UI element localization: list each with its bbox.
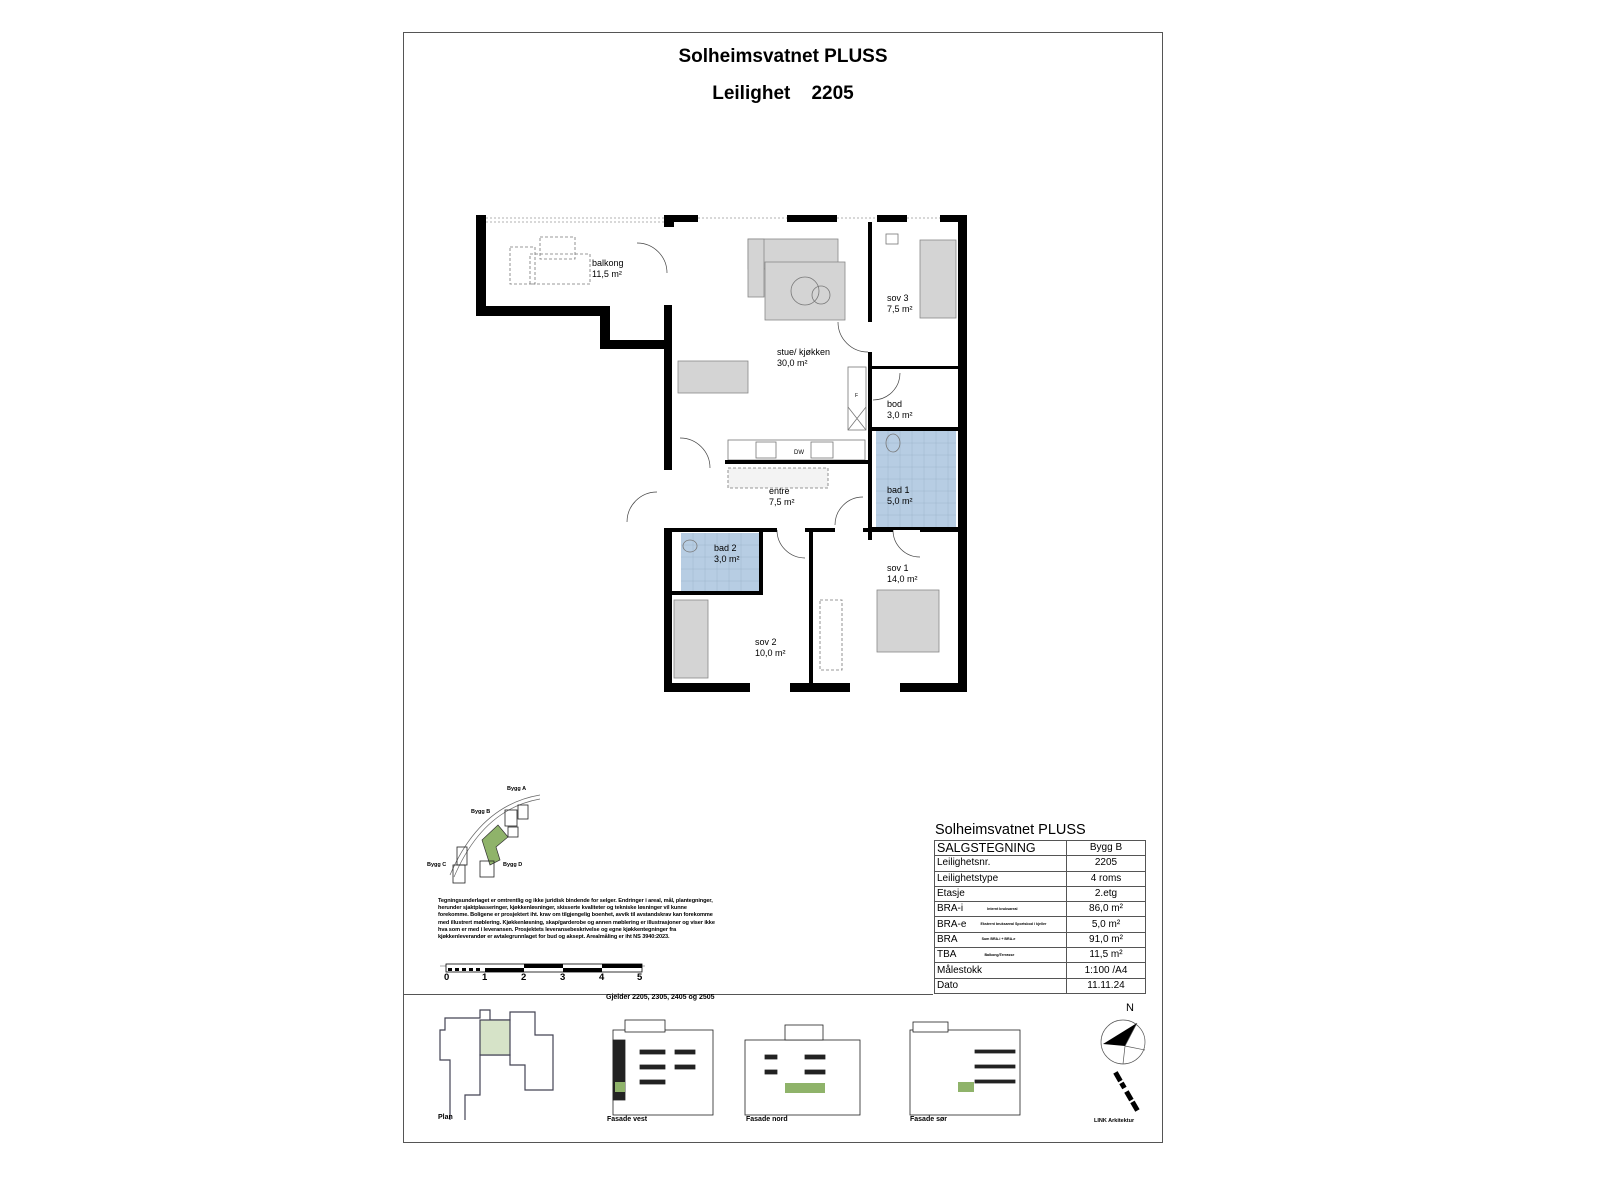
bed-sov2 xyxy=(673,599,709,679)
logo-caption: LINK Arkitektur xyxy=(1094,1118,1135,1124)
plan-thumb xyxy=(439,1009,554,1120)
fasade-nord xyxy=(744,1024,861,1116)
scale-label: 2 xyxy=(521,972,527,983)
furniture xyxy=(673,238,957,679)
fasade-sor xyxy=(909,1021,1021,1116)
sofa-chaise xyxy=(747,238,765,298)
compass-label: N xyxy=(1126,1002,1134,1014)
scale-label: 0 xyxy=(444,972,450,983)
divider xyxy=(403,994,933,995)
site-label-bygg-b: Bygg B xyxy=(471,809,491,815)
view-label-fasade-nord: Fasade nord xyxy=(746,1116,788,1123)
door-swings xyxy=(626,242,921,559)
dishwasher-label: DW xyxy=(794,450,804,456)
info-heading-value: Bygg B xyxy=(1066,839,1146,857)
row-label: Dato xyxy=(934,977,1067,994)
project-title: Solheimsvatnet PLUSS xyxy=(678,46,888,67)
row-label: Leilighetstype xyxy=(934,870,1067,887)
tile-grid xyxy=(681,431,956,591)
site-label-bygg-d: Bygg D xyxy=(503,862,523,868)
fridge-label: F xyxy=(855,393,858,399)
walls xyxy=(476,215,967,692)
dining-table xyxy=(677,360,749,394)
row-value: 2.etg xyxy=(1066,885,1146,903)
scale-label: 3 xyxy=(560,972,566,983)
row-label: Etasje xyxy=(934,885,1067,903)
bed-sov3 xyxy=(919,239,957,319)
view-label-plan: Plan xyxy=(438,1114,453,1121)
row-value: 91,0 m² xyxy=(1066,931,1146,949)
row-note: Sum BRA-i + BRA-e xyxy=(981,937,1016,942)
elevations xyxy=(439,1009,1146,1120)
site-map xyxy=(449,794,540,884)
site-label-bygg-a: Bygg A xyxy=(507,786,527,792)
bad2-floor xyxy=(681,533,759,591)
row-label: Målestokk xyxy=(934,962,1067,979)
scale-label: 5 xyxy=(637,972,643,983)
site-label-bygg-c: Bygg C xyxy=(427,862,447,868)
drawing-sheet xyxy=(403,32,1163,1143)
bed-sov1 xyxy=(876,589,940,653)
row-label: Leilighetsnr. xyxy=(934,855,1067,872)
fasade-vest xyxy=(612,1019,714,1116)
scale-bar xyxy=(440,963,645,973)
unit-label: Leilighet xyxy=(712,83,791,104)
row-value: 1:100 /A4 xyxy=(1066,962,1146,979)
unit-number: 2205 xyxy=(811,83,854,104)
row-note: Internt bruksareal xyxy=(987,906,1018,911)
balcony-rail xyxy=(486,217,940,223)
row-value: 5,0 m² xyxy=(1066,916,1146,933)
view-label-fasade-sor: Fasade sør xyxy=(910,1116,947,1123)
disclaimer-text: Tegningsunderlaget er omtrentlig og ikke… xyxy=(438,898,715,941)
table-row: Leilighetsnr.2205 xyxy=(934,855,1146,872)
row-value: 4 roms xyxy=(1066,870,1146,887)
scale-label: 4 xyxy=(599,972,605,983)
row-value: 11.11.24 xyxy=(1066,977,1146,994)
outlines xyxy=(509,233,901,671)
compass-icon xyxy=(1100,1019,1146,1065)
bygg-b-highlight xyxy=(481,824,509,866)
scale-label: 1 xyxy=(482,972,488,983)
row-value: 2205 xyxy=(1066,855,1146,872)
row-note: Eksternt bruksareal Sportsbod i kjeller xyxy=(980,921,1047,926)
rug xyxy=(764,261,846,321)
info-title: Solheimsvatnet PLUSS xyxy=(935,822,1086,838)
row-value: 86,0 m² xyxy=(1066,901,1146,918)
info-heading: SALGSTEGNING xyxy=(934,839,1067,857)
unit-title: Leilighet 2205 xyxy=(403,83,1163,105)
row-value: 11,5 m² xyxy=(1066,947,1146,964)
view-label-fasade-vest: Fasade vest xyxy=(607,1116,648,1123)
applies-to: Gjelder 2205, 2305, 2405 og 2505 xyxy=(606,994,715,1001)
row-note: Balkong/Terrasse xyxy=(984,952,1015,957)
link-logo xyxy=(1113,1071,1140,1112)
